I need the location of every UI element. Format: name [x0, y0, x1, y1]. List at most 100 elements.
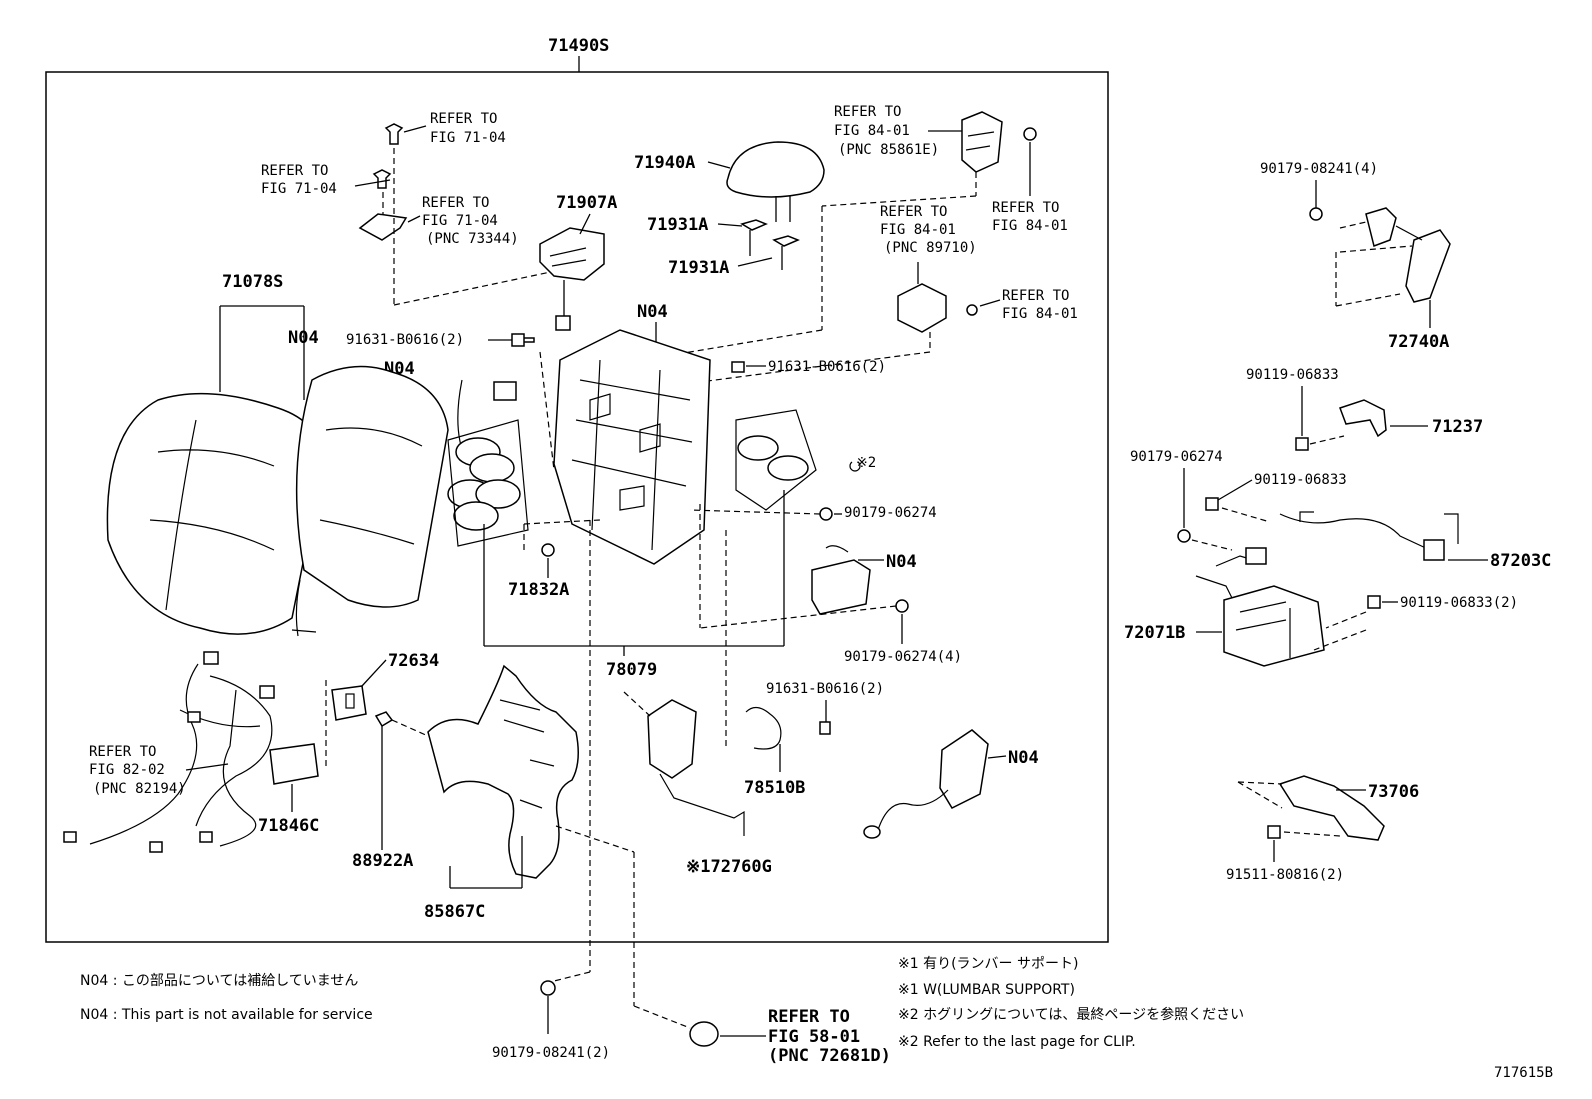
refer-fig8202-l2[interactable]: FIG 82-02: [89, 762, 165, 778]
part-85867C[interactable]: 85867C: [424, 902, 485, 922]
refer-fig8401-a-l1[interactable]: REFER TO: [834, 104, 901, 120]
note-clip-jp: ※2 ホグリングについては、最終ページを参照ください: [898, 1006, 1244, 1023]
bracket-73706: [1278, 775, 1385, 841]
bolt-icon: [819, 721, 831, 735]
cover-71846C: [269, 743, 319, 785]
bolt-icon: [1295, 437, 1309, 451]
part-71931A-2[interactable]: 71931A: [668, 258, 729, 278]
harness-87203C: [1195, 511, 1459, 607]
lumbar-springs-left: [447, 379, 529, 547]
nut-icon: [895, 599, 909, 613]
refer-fig7104-b-l1[interactable]: REFER TO: [261, 163, 328, 179]
refer-fig8202-l1[interactable]: REFER TO: [89, 744, 156, 760]
nut-90179-08241-4[interactable]: 90179-08241(4): [1260, 161, 1378, 177]
nut-90179-06274-r[interactable]: 90179-06274: [1130, 449, 1223, 465]
refer-fig8401-a-l2[interactable]: FIG 84-01: [834, 123, 910, 139]
refer-fig8401-c-l2[interactable]: FIG 84-01: [880, 222, 956, 238]
part-71846C[interactable]: 71846C: [258, 816, 319, 836]
nut-icon: [1023, 127, 1037, 141]
refer-fig8401-c-l1[interactable]: REFER TO: [880, 204, 947, 220]
refer-fig8401-d-l1[interactable]: REFER TO: [1002, 288, 1069, 304]
refer-fig7104-b-l2[interactable]: FIG 71-04: [261, 181, 337, 197]
note-n04-jp: N04 : この部品については補給していません: [80, 973, 358, 989]
n04-e[interactable]: N04: [1008, 748, 1039, 768]
bracket-71832A: [541, 543, 555, 557]
nut-icon: [819, 507, 833, 521]
cover-72634: [331, 685, 367, 721]
bolt-90119-06833-a[interactable]: 90119-06833: [1246, 367, 1339, 383]
seatback-pad: [295, 365, 449, 608]
refer-fig7104-a-l1[interactable]: REFER TO: [430, 111, 497, 127]
bolt-90119-06833-2[interactable]: 90119-06833(2): [1400, 595, 1518, 611]
assembly-frame: [45, 71, 1109, 943]
part-71931A-1[interactable]: 71931A: [647, 215, 708, 235]
refer-fig7104-c-l3[interactable]: (PNC 73344): [426, 231, 519, 247]
bolt-91511-80816-2[interactable]: 91511-80816(2): [1226, 867, 1344, 883]
part-72740A[interactable]: 72740A: [1388, 332, 1449, 352]
n04-a[interactable]: N04: [288, 328, 319, 348]
part-71237[interactable]: 71237: [1432, 417, 1483, 437]
n04-c[interactable]: N04: [637, 302, 668, 322]
refer-fig7104-c-l1[interactable]: REFER TO: [422, 195, 489, 211]
part-87203C[interactable]: 87203C: [1490, 551, 1551, 571]
refer-fig7104-a-l2[interactable]: FIG 71-04: [430, 130, 506, 146]
seatback-frame: [553, 329, 711, 565]
refer-fig5801-l3[interactable]: (PNC 72681D): [768, 1046, 891, 1066]
control-module: [811, 545, 871, 615]
hog-ring-icon: [849, 461, 861, 472]
part-72071B[interactable]: 72071B: [1124, 623, 1185, 643]
nut-90179-08241-2[interactable]: 90179-08241(2): [492, 1045, 610, 1061]
part-71832A[interactable]: 71832A: [508, 580, 569, 600]
nut-icon: [1309, 207, 1323, 221]
bracket-icon: [358, 213, 408, 241]
bracket-71237: [1339, 399, 1387, 438]
part-73706[interactable]: 73706: [1368, 782, 1419, 802]
clip-88922A: [374, 711, 394, 728]
nut-icon: [540, 980, 556, 996]
nut-90179-06274-4[interactable]: 90179-06274(4): [844, 649, 962, 665]
part-71078S[interactable]: 71078S: [222, 272, 283, 292]
refer-fig5801-l2[interactable]: FIG 58-01: [768, 1027, 860, 1047]
part-78510B[interactable]: 78510B: [744, 778, 805, 798]
refer-fig7104-c-l2[interactable]: FIG 71-04: [422, 213, 498, 229]
nut-90179-06274-a[interactable]: 90179-06274: [844, 505, 937, 521]
cable-78510B: [745, 706, 782, 750]
bolt-icon: [1205, 497, 1219, 511]
clip-72681D: [689, 1021, 719, 1047]
note-n04-en: N04 : This part is not available for ser…: [80, 1007, 373, 1023]
note-lumbar-en: ※1 W(LUMBAR SUPPORT): [898, 982, 1075, 998]
refer-fig5801-l1[interactable]: REFER TO: [768, 1007, 850, 1027]
part-71940A[interactable]: 71940A: [634, 153, 695, 173]
lumbar-springs-right: [735, 409, 817, 511]
part-72760G[interactable]: ※172760G: [686, 857, 772, 877]
air-duct: [427, 664, 579, 879]
headrest: [726, 141, 825, 222]
headrest-support: [740, 219, 800, 270]
figure-id: 717615B: [1494, 1065, 1553, 1081]
clip-note-2[interactable]: ※2: [856, 455, 876, 471]
refer-fig8202-l3[interactable]: (PNC 82194): [93, 781, 186, 797]
part-88922A[interactable]: 88922A: [352, 851, 413, 871]
part-78079[interactable]: 78079: [606, 660, 657, 680]
refer-fig8401-a-l3[interactable]: (PNC 85861E): [838, 142, 939, 158]
note-clip-en: ※2 Refer to the last page for CLIP.: [898, 1034, 1136, 1050]
bolt-91631-c[interactable]: 91631-B0616(2): [766, 681, 884, 697]
part-72634[interactable]: 72634: [388, 651, 439, 671]
n04-d[interactable]: N04: [886, 552, 917, 572]
bolt-icon: [1267, 825, 1281, 839]
part-71907A[interactable]: 71907A: [556, 193, 617, 213]
refer-fig8401-c-l3[interactable]: (PNC 89710): [884, 240, 977, 256]
bolt-icon: [511, 333, 535, 347]
refer-fig8401-b-l2[interactable]: FIG 84-01: [992, 218, 1068, 234]
assembly-number[interactable]: 71490S: [548, 36, 609, 56]
refer-fig8401-d-l2[interactable]: FIG 84-01: [1002, 306, 1078, 322]
bolt-90119-06833-b[interactable]: 90119-06833: [1254, 472, 1347, 488]
seatback-cover: [106, 392, 324, 637]
bolt-91631-b[interactable]: 91631-B0616(2): [768, 359, 886, 375]
seatback-lock: [539, 227, 605, 331]
refer-fig8401-b-l1[interactable]: REFER TO: [992, 200, 1059, 216]
bolt-icon: [731, 361, 745, 373]
lumbar-actuator: [647, 699, 745, 836]
bolt-91631-a[interactable]: 91631-B0616(2): [346, 332, 464, 348]
